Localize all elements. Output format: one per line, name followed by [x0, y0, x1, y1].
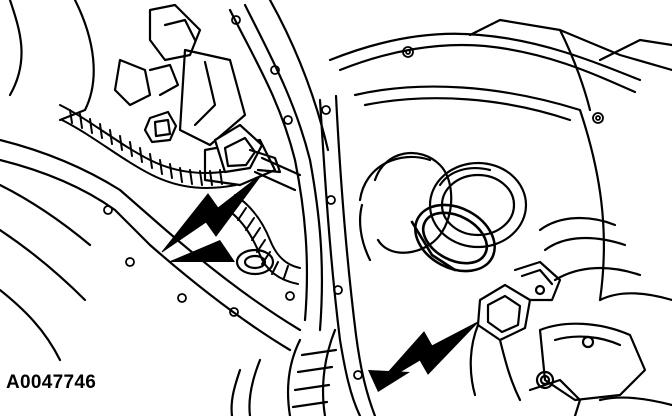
housing-bolt: [321, 46, 604, 380]
sensor-loop: [410, 203, 496, 273]
wiring-harness: [59, 104, 301, 285]
round-plug: [235, 248, 275, 276]
oil-pan-left: [0, 138, 302, 362]
center-pipe: [230, 328, 338, 416]
lower-right-component: [528, 322, 672, 416]
fuel-line-fitting: [213, 123, 302, 192]
transmission-housing: [318, 18, 672, 416]
pointer-arrow-lower: [368, 321, 479, 392]
figure-id-label: A0047746: [6, 372, 97, 393]
electrical-connector: [469, 260, 562, 402]
pointer-arrow-upper: [161, 173, 263, 262]
transmission-pan-flange-left: [228, 0, 330, 332]
inspection-opening: [358, 151, 672, 302]
flange-bolt: [103, 15, 295, 317]
